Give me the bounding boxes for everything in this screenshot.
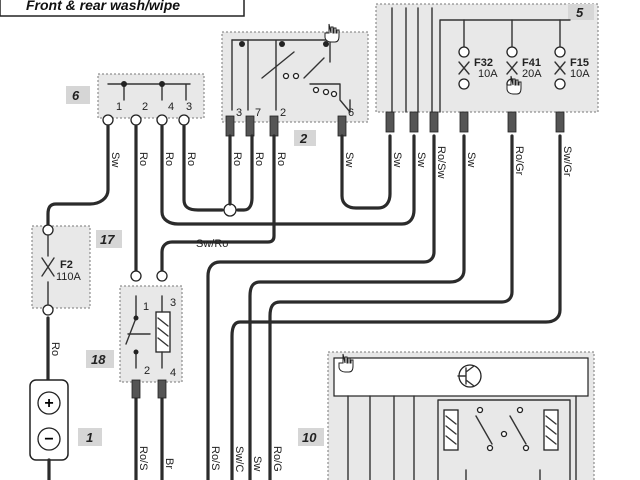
relay-18: 18 1 3 2 4 [86, 270, 183, 399]
wire-label: Ro/S [209, 446, 221, 470]
relay-18-pin: 2 [144, 365, 150, 377]
relay-18-pin: 1 [143, 301, 149, 313]
fuse-f15-rating: 10A [570, 68, 590, 80]
switch-2: 2 3 7 2 6 [221, 23, 369, 146]
switch-2-pin: 3 [236, 107, 242, 119]
tag-5: 5 [576, 5, 584, 20]
fuse-f32-rating: 10A [478, 68, 498, 80]
fuse-f2-rating: 110A [56, 271, 82, 283]
tag-6: 6 [72, 88, 80, 103]
fuse-box-17: 17 F2 110A [31, 224, 122, 316]
wire-label: Sw/Ro [196, 238, 228, 250]
wire-label: Ro/G [271, 446, 283, 472]
wiring-harness [46, 124, 562, 480]
fuse-icon [41, 257, 55, 277]
tag-2: 2 [299, 131, 308, 146]
fuse-f15: F15 10A [554, 46, 590, 90]
switch-2-pin: 7 [255, 107, 261, 119]
connector-6: 6 1 2 4 3 [66, 73, 205, 119]
wire-label: Ro [253, 152, 265, 166]
relay-18-pin: 3 [170, 297, 176, 309]
connector-6-pin: 3 [186, 101, 192, 113]
title-box: Front & rear wash/wipe [0, 0, 245, 17]
connector-6-pin: 2 [142, 101, 148, 113]
wire-label: Ro [185, 152, 197, 166]
battery-1: + − 1 [29, 379, 102, 480]
wire-label: Sw [465, 152, 477, 167]
tag-18: 18 [91, 352, 106, 367]
wire-label: Ro [137, 152, 149, 166]
wire-label: Br [163, 458, 175, 469]
fuse-f32: F32 10A [458, 46, 498, 90]
fuse-f2-name: F2 [60, 259, 73, 271]
connector-6-pin: 1 [116, 101, 122, 113]
tag-10: 10 [302, 430, 317, 445]
battery-plus: + [44, 395, 53, 412]
connector-6-pin: 4 [168, 101, 174, 113]
wire-label: Ro [231, 152, 243, 166]
relay-18-pin: 4 [170, 367, 176, 379]
fuse-f15-name: F15 [570, 57, 589, 69]
wire-label: Ro [49, 342, 61, 356]
wire-label: Ro/S [137, 446, 149, 470]
wire-label: Sw/Gr [561, 146, 573, 177]
battery-minus: − [44, 431, 53, 448]
switch-2-pin: 6 [348, 107, 354, 119]
switch-contact-icon [239, 41, 245, 47]
fuse-f41-name: F41 [522, 57, 541, 69]
wire-label: Sw [391, 152, 403, 167]
tag-1: 1 [86, 430, 93, 445]
fuse-box-5: 5 F32 10A F41 20A F15 10A [375, 3, 599, 113]
transistor-icon [457, 364, 482, 388]
wire-label: Sw/C [233, 446, 245, 472]
fuse-f32-name: F32 [474, 57, 493, 69]
wire-labels: Sw Ro Ro Ro Ro Ro Ro Sw Sw Sw Ro/Sw Sw R… [49, 146, 573, 472]
diagram-title: Front & rear wash/wipe [26, 0, 180, 13]
hand-pointer-icon [324, 23, 340, 43]
wire-label: Ro/Sw [435, 146, 447, 178]
hand-pointer-icon [338, 353, 354, 373]
wire-label: Sw [343, 152, 355, 167]
fuse-f41-rating: 20A [522, 68, 542, 80]
wire-label: Ro [275, 152, 287, 166]
wire-label: Sw [415, 152, 427, 167]
wire-label: Sw [251, 456, 263, 471]
wire-label: Ro/Gr [513, 146, 525, 176]
wire-label: Ro [163, 152, 175, 166]
switch-2-pin: 2 [280, 107, 286, 119]
wiper-module-10: 10 [298, 351, 595, 480]
hand-pointer-icon [506, 75, 522, 95]
tag-17: 17 [100, 232, 115, 247]
wire-label: Sw [109, 152, 121, 167]
